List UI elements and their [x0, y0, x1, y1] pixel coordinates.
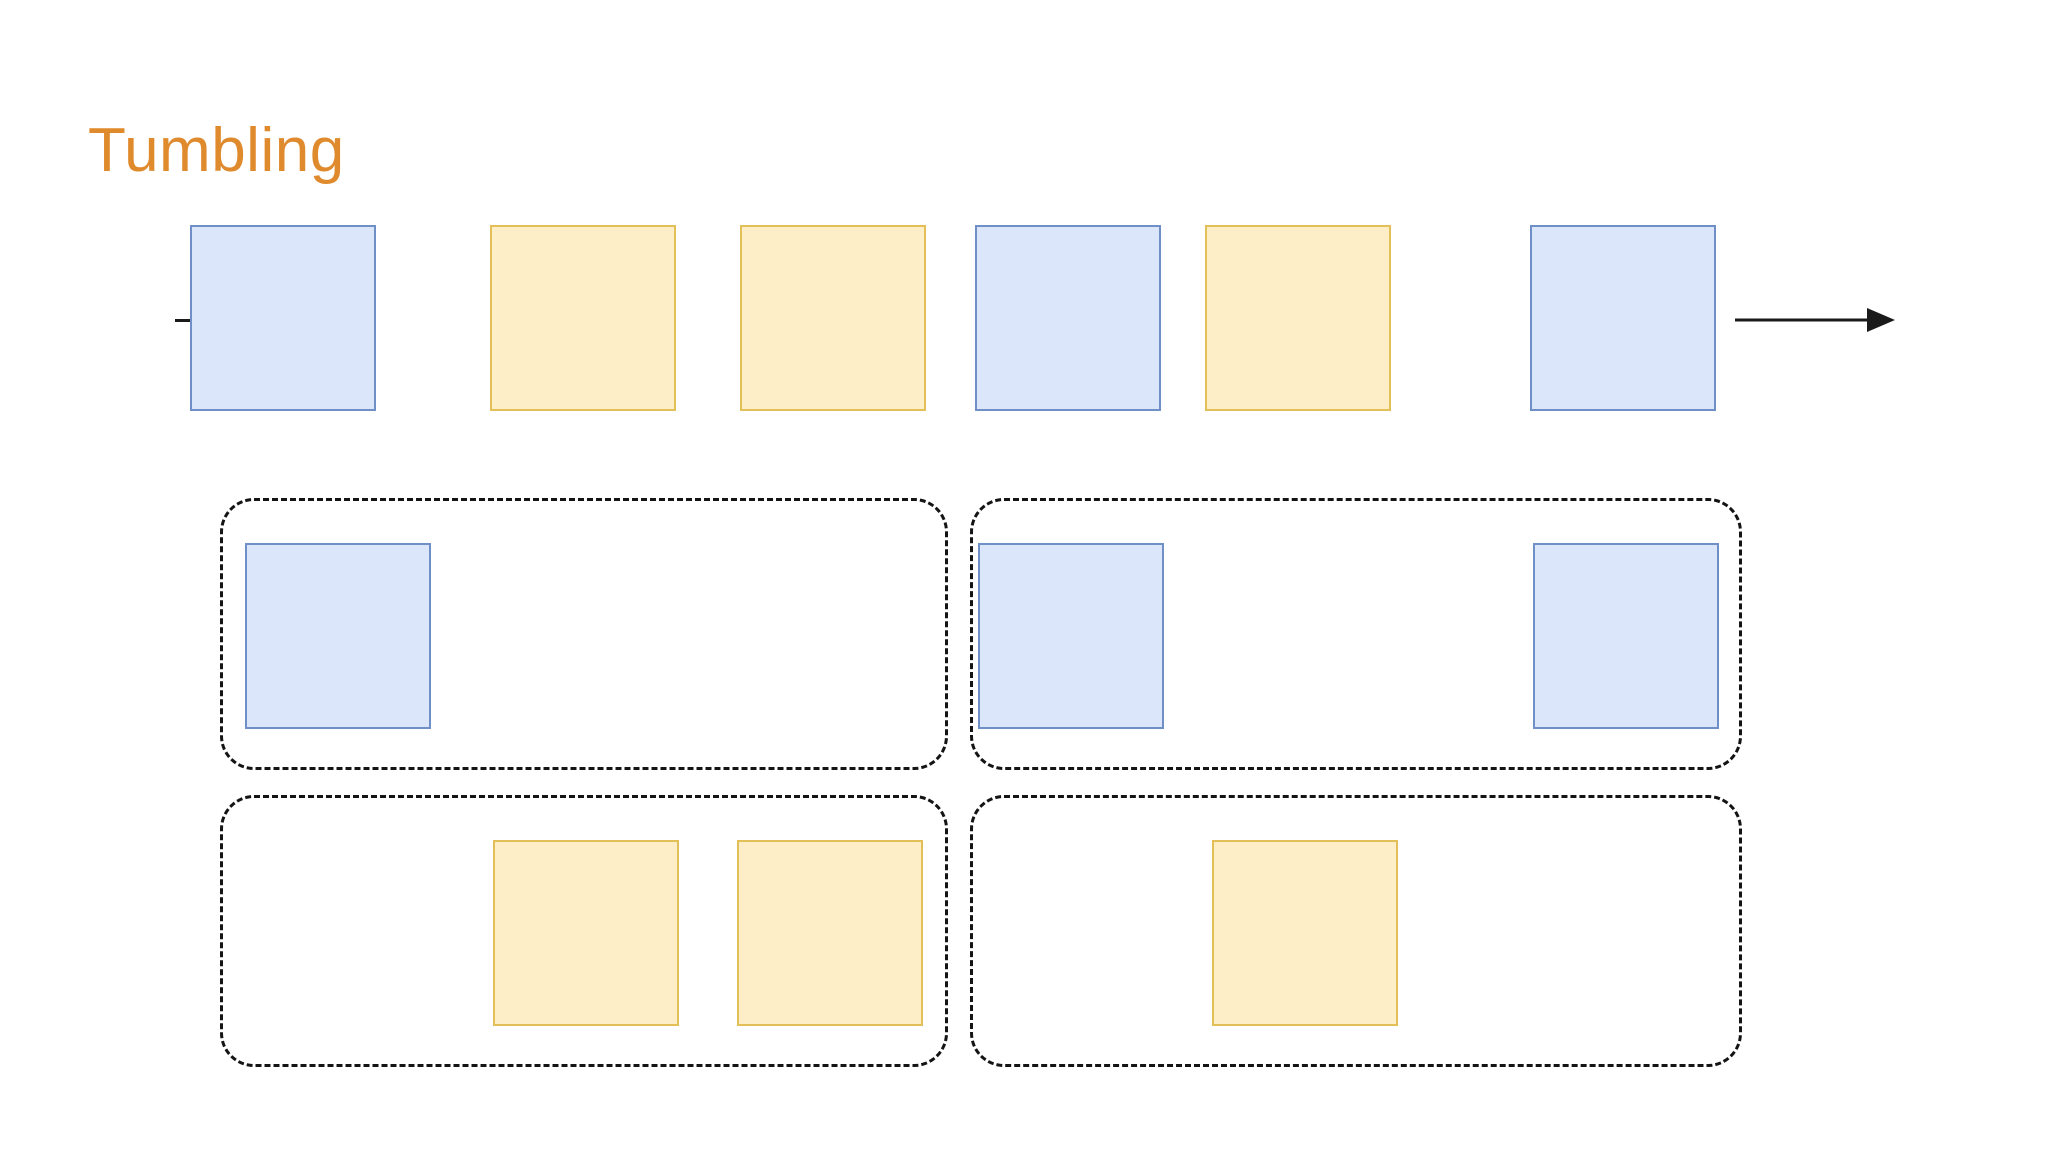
event-square-yellow-yellow-w2-1[interactable]	[1212, 840, 1398, 1026]
window-box-yellow-2[interactable]	[970, 795, 1742, 1067]
event-square-yellow-yellow-w1-1[interactable]	[493, 840, 679, 1026]
page-title: Tumbling	[88, 116, 345, 185]
stream-direction-arrow-icon	[1735, 296, 1895, 344]
event-square-blue-blue-w2-1[interactable]	[978, 543, 1164, 729]
event-square-yellow-yellow-w1-2[interactable]	[737, 840, 923, 1026]
event-square-blue-blue-w1-1[interactable]	[245, 543, 431, 729]
event-square-blue-3[interactable]	[975, 225, 1161, 411]
event-square-yellow-2[interactable]	[740, 225, 926, 411]
window-box-blue-2[interactable]	[970, 498, 1742, 770]
window-box-blue-1[interactable]	[220, 498, 948, 770]
event-square-blue-blue-w2-2[interactable]	[1533, 543, 1719, 729]
event-square-blue-0[interactable]	[190, 225, 376, 411]
event-square-yellow-4[interactable]	[1205, 225, 1391, 411]
event-square-blue-5[interactable]	[1530, 225, 1716, 411]
event-square-yellow-1[interactable]	[490, 225, 676, 411]
window-box-yellow-1[interactable]	[220, 795, 948, 1067]
